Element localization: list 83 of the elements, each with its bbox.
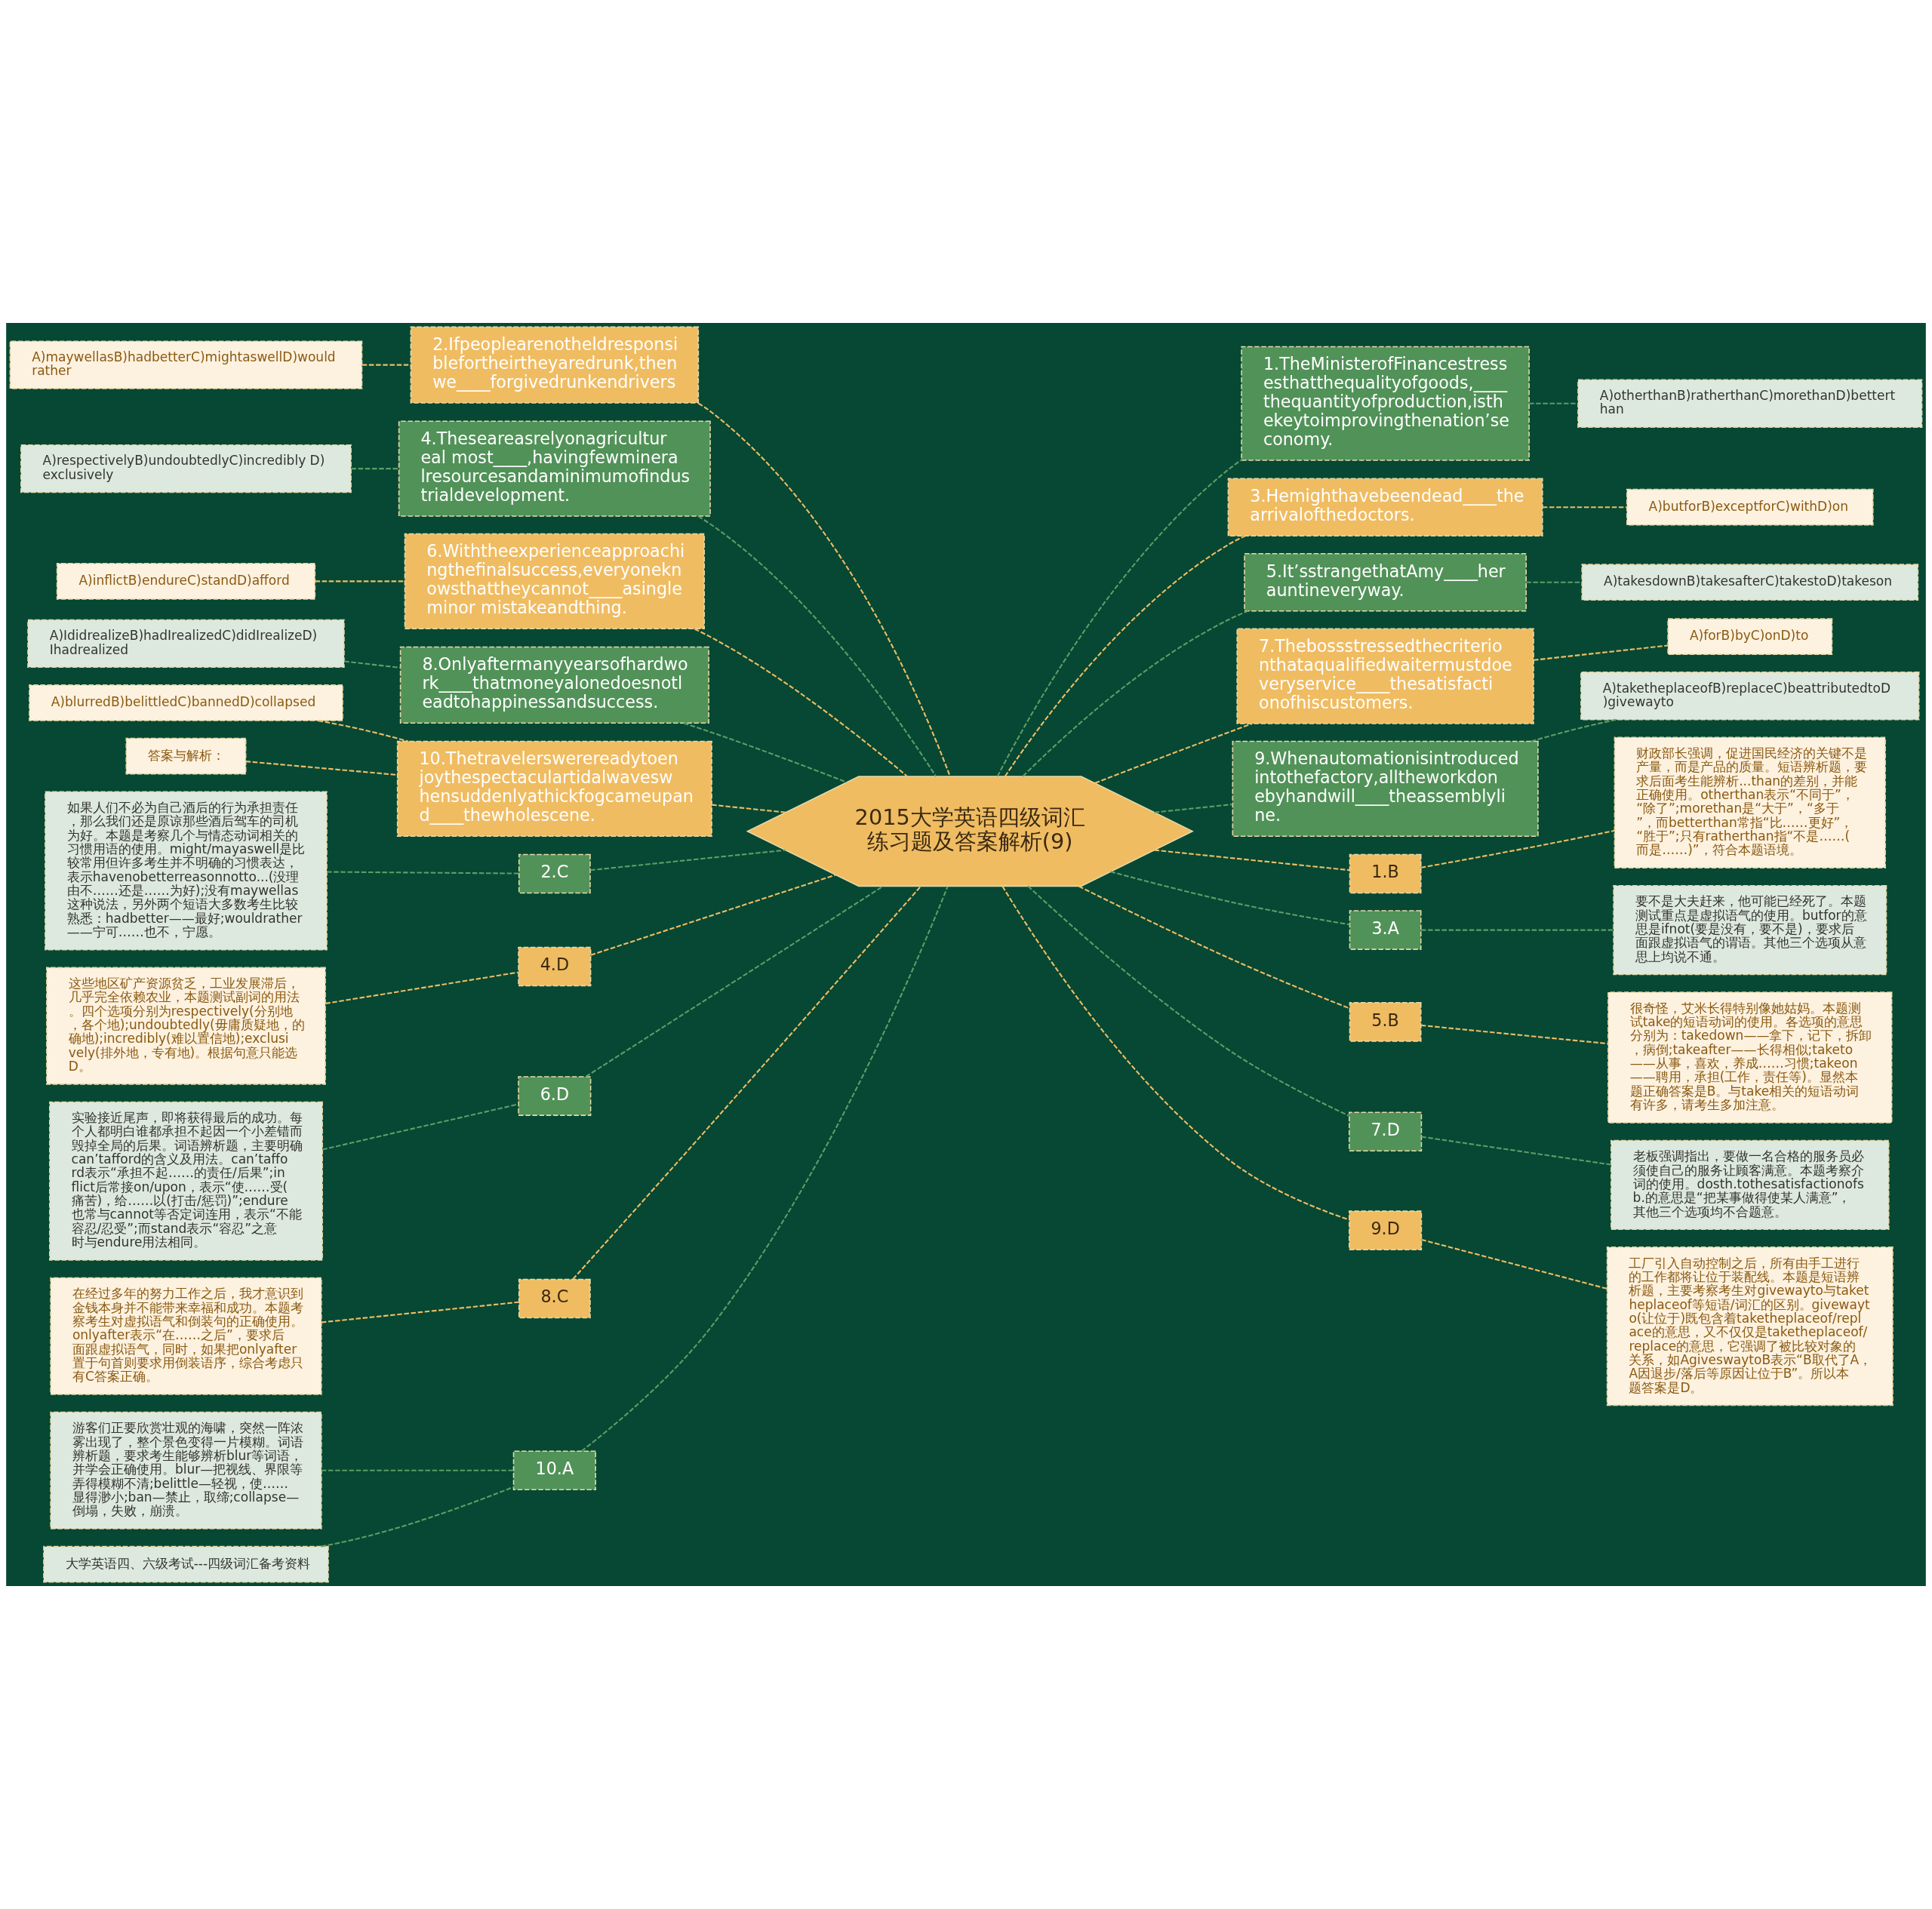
connector <box>315 580 405 583</box>
node-box: 10.Thetravelerswerereadytoenjoythespectaculartidalwaveswhensuddenlyathickfogcameupand____thewholescene. <box>396 740 712 837</box>
node-box: 4.D <box>518 946 592 987</box>
connector <box>585 885 884 1077</box>
node-box: 答案与解析： <box>125 737 247 775</box>
node-box: 大学英语四、六级考试---四级词汇备考资料 <box>43 1545 329 1583</box>
node-box: 这些地区矿产资源贫乏，工业发展滞后，几乎完全依赖农业，本题测试副词的用法。四个选项分别为respectively(分别地，各个地);undoubtedly(毋庸质疑地，的确地);incredibly(难以置信地);exclusively(排外地，专有地)。根据句意只能选D。 <box>46 967 326 1085</box>
node-box: 9.D <box>1349 1210 1423 1250</box>
connector <box>1154 804 1233 813</box>
connector <box>697 515 937 777</box>
connector <box>318 720 409 742</box>
connector <box>1542 506 1627 509</box>
node-box: 老板强调指出，要做一名合格的服务员必须使自己的服务让顾客满意。本题考察介词的使用。dosth.tothesatisfactionofsb.的意思是“把某事做得使某人满意”，其他三个选项均不合题意。 <box>1611 1139 1890 1231</box>
node-box: 3.A <box>1349 910 1422 950</box>
connector <box>1154 849 1350 872</box>
node-box: 1.TheMinisterofFinancestressesthatthequalityofgoods,____thequantityofproduction,isthekeytoimprovingthenation’seconomy. <box>1241 346 1530 461</box>
connector <box>590 849 786 872</box>
connector <box>344 660 401 669</box>
node-box: 4.Theseareasrelyonagricultureal most____,havingfewmineralresourcesandaminimumofindustrialdevelopment. <box>398 420 711 517</box>
node-box: 很奇怪，艾米长得特别像她姑妈。本题测试take的短语动词的使用。各选项的意思分别为：takedown——拿下，记下，拆卸，病倒;takeafter——长得相似;taketo——从事，喜欢，养成……习惯;takeon——聘用，承担(工作，责任等)。显然本题正确答案是B。与take相关的短语动词有许多，请考生多加注意。 <box>1607 991 1893 1124</box>
connector <box>245 761 398 776</box>
node-box: A)taketheplaceofB)replaceC)beattributedtoD)givewayto <box>1580 672 1920 721</box>
connector <box>572 885 921 1280</box>
node-box: 5.It’sstrangethatAmy____herauntineveryway. <box>1244 552 1527 612</box>
node-box: A)otherthanB)ratherthanC)morethanD)betterthan <box>1577 379 1923 428</box>
connector <box>694 628 908 777</box>
connector <box>1421 1238 1607 1290</box>
node-box: 财政部长强调，促进国民经济的关键不是产量，而是产品的质量。短语辨析题，要求后面考生能辨析...than的差别，并能正确使用。otherthan表示“不同于”，“除了”;morethan是“大于”，“多于”，而betterthan常指“比……更好”，“胜于”;只有ratherthan指“不是……(而是……)”，符合本题语境。 <box>1614 736 1886 868</box>
node-box: 2.C <box>518 853 591 894</box>
connector <box>1526 581 1582 583</box>
connector <box>322 1103 519 1151</box>
connector <box>1110 871 1350 926</box>
node-box: 6.Withtheexperienceapproachingthefinalsuccess,everyoneknowsthattheycannot____asingleminor mistakeandthing. <box>404 533 705 630</box>
node-box: 3.Hemighthavebeendead____thearrivalofthedoctors. <box>1227 478 1543 536</box>
connector <box>590 874 836 956</box>
connector <box>996 459 1242 777</box>
node-box: 如果人们不必为自己酒后的行为承担责任，那么我们还是原谅那些酒后驾车的司机为好。本题是考察几个与情态动词相关的习惯用语的使用。might/mayaswell是比较常用但许多考生并不明确的习惯表达，表示havenobetterreasonnotto...(没理由不……还是……为好);没有maywellas这种说法，另外两个短语大多数考生比较熟悉：hadbetter——最好;wouldrather——宁可……也不，宁愿。 <box>45 791 328 951</box>
node-box: A)respectivelyB)undoubtedlyC)incredibly D)exclusively <box>20 444 352 493</box>
connector <box>351 468 399 470</box>
connector <box>1421 929 1614 931</box>
node-box: A)blurredB)belittledC)bannedD)collapsed <box>29 684 343 721</box>
connector <box>327 871 519 875</box>
connector <box>1027 885 1349 1117</box>
node-box: 9.Whenautomationisintroducedintothefactory,alltheworkdonebyhandwill____theassemblyline. <box>1232 740 1539 837</box>
connector <box>1094 722 1253 784</box>
node-box: 要不是大夫赶来，他可能已经死了。本题测试重点是虚拟语气的使用。butfor的意思是ifnot(要是没有，要不是)，要求后面跟虚拟语气的谓语。其他三个选项从意思上均说不通。 <box>1613 884 1887 976</box>
connector <box>683 722 848 783</box>
connector <box>1001 886 1350 1221</box>
connector <box>712 804 786 813</box>
node-box: 7.D <box>1349 1111 1423 1151</box>
node-box: 6.D <box>518 1076 592 1116</box>
node-box: 2.Ifpeoplearenotheldresponsiblefortheirtheyaredrunk,thenwe____forgivedrunkendrivers <box>410 326 700 404</box>
node-box: A)butforB)exceptforC)withD)on <box>1626 488 1874 526</box>
connector <box>1529 402 1578 404</box>
connector <box>1078 885 1350 1010</box>
node-box: 5.B <box>1349 1002 1422 1042</box>
node-box: 1.B <box>1349 853 1422 894</box>
node-box: A)maywellasB)hadbetterC)mightaswellD)wouldrather <box>9 340 363 389</box>
node-box: 游客们正要欣赏壮观的海啸，突然一阵浓雾出现了，整个景色变得一片模糊。词语辨析题，要求考生能够辨析blur等词语，并学会正确使用。blur—把视线、界限等弄得模糊不清;belittle—轻视，使……显得渺小;ban—禁止，取缔;collapse—倒塌，失败，崩溃。 <box>50 1411 322 1529</box>
node-box: 8.C <box>518 1278 591 1319</box>
connector <box>321 1469 514 1471</box>
connector <box>321 1301 519 1323</box>
node-box: 7.Thebossstressedthecriterionthataqualifiedwaitermustdoeveryservice____thesatisfactionofhiscustomers. <box>1236 628 1534 724</box>
node-box: A)takesdownB)takesafterC)takestoD)takeson <box>1581 564 1919 601</box>
connector <box>1420 1024 1608 1045</box>
connector <box>697 402 951 777</box>
connector <box>1420 829 1615 868</box>
connector <box>1004 535 1246 777</box>
node-box: 10.A <box>512 1450 596 1491</box>
node-box: A)forB)byC)onD)to <box>1667 618 1833 656</box>
node-box: 在经过多年的努力工作之后，我才意识到金钱本身并不能带来幸福和成功。本题考察考生对虚拟语气和倒装句的正确使用。onlyafter表示“在……之后”，要求后面跟虚拟语气，同时，如果把onlyafter置于句首则要求用倒装语序，综合考虑只有C答案正确。 <box>50 1277 322 1395</box>
node-box: 工厂引入自动控制之后，所有由手工进行的工作都将让位于装配线。本题是短语辨析题，主要考察考生对givewayto与taketheplaceof等短语/词汇的区别。givewayto(让位于)既包含着taketheplaceof/replace的意思，又不仅仅是taketheplaceof/replace的意思，它强调了被比较对象的关系，如AgiveswaytoB表示“B取代了A，A因退步/落后等原因让位于B”。所以本题答案是D。 <box>1606 1247 1894 1406</box>
node-box: 8.Onlyaftermanyyearsofhardwork____thatmoneyalonedoesnotleadtohappinessandsuccess. <box>399 646 709 724</box>
connector <box>1022 610 1249 777</box>
node-box: A)IdidrealizeB)hadIrealizedC)didIrealizeD)Ihadrealized <box>27 619 345 669</box>
connector <box>581 886 949 1452</box>
connector <box>325 971 518 1004</box>
connector <box>1531 718 1617 742</box>
node-box: A)inflictB)endureC)standD)afford <box>56 563 316 600</box>
connector <box>1533 644 1668 661</box>
connector <box>1421 1136 1611 1166</box>
node-box: 实验接近尾声，即将获得最后的成功。每个人都明白谁都承担不起因一个小差错而毁掉全局的后果。词语辨析题，主要明确can’tafford的含义及用法。can’tafford表示“承担不起……的责任/后果”;inflict后常接on/upon，表示“使……受(痛苦)，给……以(打击/惩罚)”;endure也常与cannot等否定词连用，表示“不能容忍/忍受”;而stand表示“容忍”之意时与endure用法相同。 <box>49 1101 323 1261</box>
connector <box>321 1486 514 1548</box>
